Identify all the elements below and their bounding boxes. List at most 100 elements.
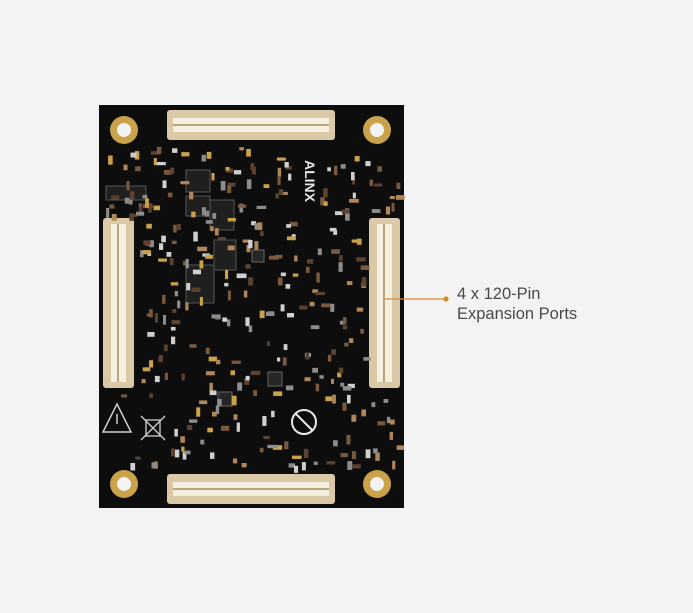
smd-part	[163, 170, 172, 175]
smd-part	[389, 431, 393, 440]
smd-part	[242, 239, 252, 243]
smd-part	[365, 449, 371, 459]
smd-part	[257, 222, 263, 231]
smd-part	[227, 185, 232, 194]
smd-part	[279, 191, 288, 195]
smd-part	[180, 181, 190, 185]
smd-part	[174, 449, 180, 458]
smd-part	[192, 269, 201, 275]
smd-part	[292, 455, 302, 459]
expansion-ports-callout: 4 x 120-Pin Expansion Ports	[457, 284, 577, 324]
smd-part	[325, 396, 333, 402]
smd-part	[285, 166, 292, 170]
smd-part	[342, 386, 352, 391]
smd-part	[164, 372, 168, 380]
smd-part	[244, 378, 250, 385]
smd-part	[288, 463, 296, 468]
smd-part	[132, 213, 138, 218]
smd-part	[342, 402, 347, 411]
smd-part	[335, 211, 343, 216]
smd-part	[209, 382, 213, 392]
smd-part	[374, 183, 383, 187]
smd-part	[185, 258, 189, 269]
smd-part	[211, 314, 221, 319]
smd-part	[149, 309, 153, 318]
smd-part	[166, 252, 172, 257]
smd-part	[231, 360, 241, 364]
smd-part	[347, 383, 355, 388]
smd-part	[233, 414, 238, 420]
smd-part	[260, 231, 264, 237]
smd-part	[294, 255, 298, 262]
smd-part	[150, 151, 161, 155]
smd-part	[149, 360, 154, 368]
smd-part	[171, 240, 177, 244]
smd-part	[124, 197, 129, 204]
brand-marking: ALINX	[302, 160, 318, 203]
ic-chip	[185, 169, 211, 193]
smd-part	[262, 416, 267, 426]
smd-part	[139, 206, 143, 212]
smd-part	[292, 273, 299, 277]
smd-part	[275, 193, 279, 199]
smd-part	[284, 162, 289, 168]
smd-part	[246, 149, 251, 157]
smd-part	[377, 421, 386, 426]
smd-part	[280, 272, 286, 277]
smd-part	[347, 461, 353, 470]
smd-part	[173, 224, 177, 233]
smd-part	[146, 313, 153, 317]
callout-line-1: 4 x 120-Pin	[457, 285, 541, 303]
smd-part	[316, 272, 320, 283]
smd-part	[301, 462, 306, 471]
ic-chip	[213, 239, 237, 271]
smd-part	[259, 310, 265, 319]
smd-part	[154, 375, 160, 383]
smd-part	[361, 409, 366, 417]
smd-part	[134, 151, 140, 160]
smd-part	[232, 458, 238, 464]
smd-part	[344, 342, 349, 347]
smd-part	[396, 195, 405, 200]
smd-part	[159, 243, 164, 250]
mounting-hole-top-right	[363, 116, 391, 144]
smd-part	[385, 206, 390, 215]
smd-part	[189, 419, 198, 423]
smd-part	[147, 332, 155, 337]
smd-part	[280, 304, 285, 312]
smd-part	[360, 328, 364, 334]
smd-part	[340, 382, 345, 387]
smd-part	[277, 357, 281, 362]
smd-part	[288, 173, 292, 181]
smd-part	[283, 344, 288, 350]
smd-part	[130, 463, 136, 471]
smd-part	[248, 240, 253, 249]
crossed-bin-icon	[140, 415, 166, 441]
smd-part	[294, 465, 299, 473]
expansion-connector-bottom	[167, 474, 335, 504]
smd-part	[250, 370, 261, 375]
pb-free-icon	[291, 409, 317, 435]
expansion-connector-left	[103, 218, 134, 388]
ic-chip	[267, 371, 283, 387]
callout-line-2: Expansion Ports	[457, 305, 578, 323]
smd-part	[233, 170, 242, 175]
smd-part	[130, 152, 137, 158]
smd-part	[236, 273, 247, 279]
smd-part	[315, 291, 325, 296]
smd-part	[210, 226, 214, 232]
smd-part	[275, 254, 283, 259]
smd-part	[149, 240, 154, 248]
smd-part	[326, 461, 336, 465]
smd-part	[338, 367, 344, 374]
smd-part	[351, 239, 359, 243]
smd-part	[108, 155, 113, 165]
smd-part	[277, 176, 281, 186]
smd-part	[315, 383, 320, 392]
smd-part	[123, 164, 128, 171]
smd-part	[323, 188, 328, 198]
smd-part	[129, 213, 134, 221]
smd-part	[208, 356, 218, 362]
smd-part	[266, 341, 270, 346]
smd-part	[332, 394, 336, 404]
